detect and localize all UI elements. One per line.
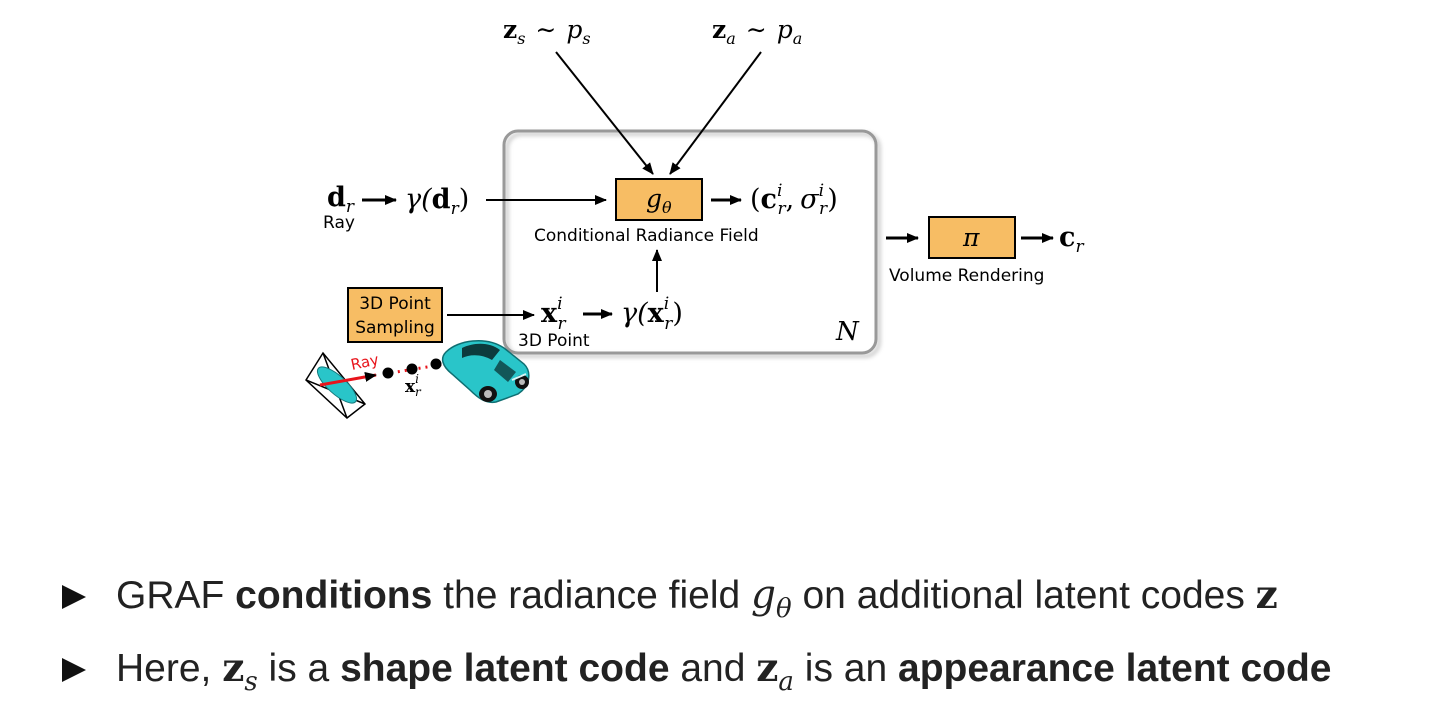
- ray-label: Ray: [323, 213, 355, 233]
- conditional-field-container: [502, 129, 878, 355]
- graf-diagram: N zs∼ps za∼pa dr Ray γ(dr) gθ Conditiona…: [305, 15, 1084, 419]
- bullet1-g-subscript: θ: [776, 594, 792, 624]
- g-theta-box: [615, 178, 703, 221]
- z-s-arrow: [555, 51, 654, 175]
- bullet2-za-subscript: a: [778, 667, 794, 697]
- bullet-item-1: GRAF conditions the radiance field gθ on…: [62, 572, 1422, 645]
- bullet1-pre: GRAF: [116, 574, 236, 617]
- bullet-list: GRAF conditions the radiance field gθ on…: [62, 572, 1422, 718]
- bullet1-z-symbol: z: [1255, 572, 1278, 618]
- sample-point-1: [382, 367, 394, 379]
- pi-box: [928, 216, 1016, 259]
- bullet-item-2: Here, zs is a shape latent code and za i…: [62, 645, 1422, 718]
- sampling-box-line1: 3D Point: [359, 294, 431, 314]
- conditional-radiance-field-label: Conditional Radiance Field: [534, 226, 759, 246]
- volume-rendering-label: Volume Rendering: [889, 266, 1044, 286]
- pi-symbol: π: [962, 223, 980, 252]
- z-a-distribution: za∼pa: [712, 15, 802, 48]
- g-theta-symbol: gθ: [646, 184, 672, 217]
- bullet2-za-symbol: z: [756, 645, 779, 691]
- bullet2-mid1: is a: [257, 647, 341, 690]
- sample-point-2: [406, 363, 418, 375]
- ray-segment: [319, 372, 377, 387]
- car-icon: [441, 340, 530, 404]
- ray-illustration-label: Ray: [349, 350, 380, 373]
- bullet2-zs-subscript: s: [244, 667, 258, 697]
- final-color-output: cr: [1059, 222, 1084, 257]
- container-N-label: N: [835, 317, 860, 347]
- bullet-triangle-icon: [62, 585, 86, 609]
- camera-car-thumbnail: [316, 366, 358, 404]
- bullet-triangle-icon: [62, 658, 86, 682]
- bullet1-post: on additional latent codes: [791, 574, 1256, 617]
- bullet1-bold: conditions: [235, 574, 433, 617]
- bullet2-bold1: shape latent code: [340, 647, 670, 690]
- z-s-distribution: zs∼ps: [503, 15, 591, 48]
- sampling-box-line2: Sampling: [355, 318, 435, 338]
- bullet2-mid3: is an: [793, 647, 898, 690]
- bullet2-zs-symbol: z: [222, 645, 245, 691]
- sampling-box: [347, 287, 443, 343]
- 3d-point-label: 3D Point: [518, 331, 590, 351]
- bullet2-pre: Here,: [116, 647, 223, 690]
- sample-point-3: [430, 358, 442, 370]
- bullet1-g-symbol: g: [751, 573, 776, 618]
- ray-dotted-extension: [383, 358, 471, 376]
- z-a-arrow: [669, 51, 762, 175]
- bullet2-bold2: appearance latent code: [898, 647, 1332, 690]
- bullet2-mid2: and: [669, 647, 757, 690]
- ray-direction: dr: [327, 182, 355, 217]
- ray-encoding: γ(dr): [405, 184, 469, 219]
- bullet1-mid: the radiance field: [432, 574, 752, 617]
